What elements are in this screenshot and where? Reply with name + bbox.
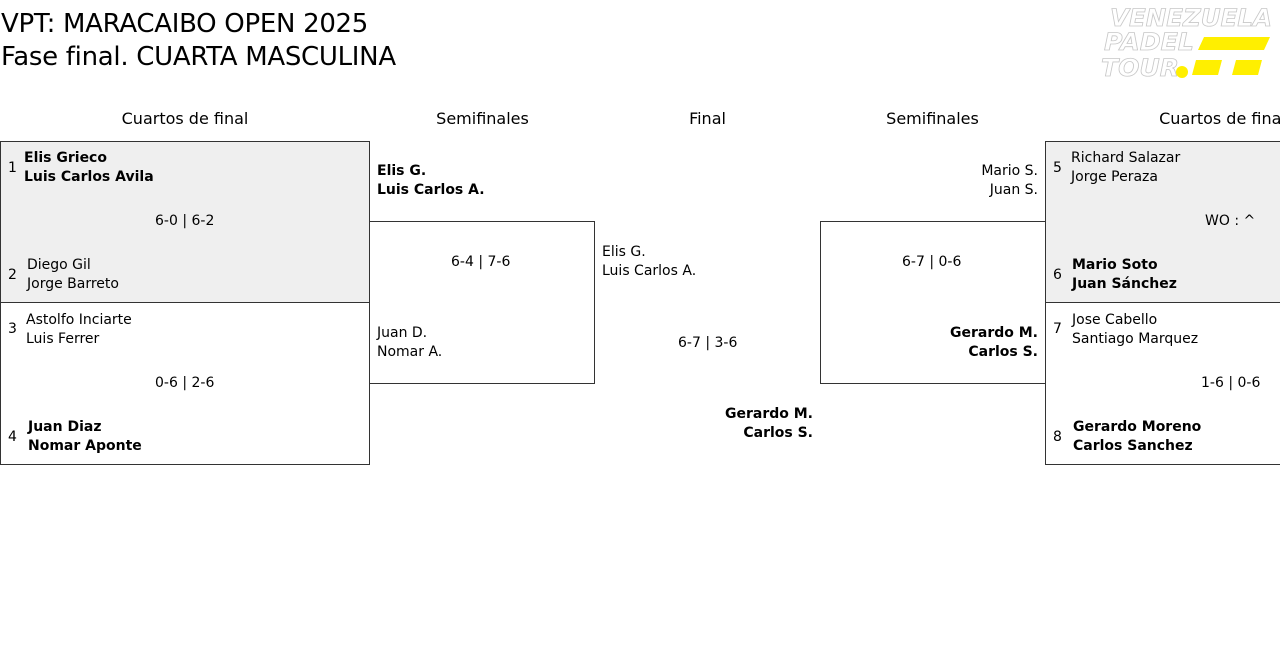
- seed-number: 4: [8, 429, 17, 445]
- seed-number: 1: [8, 160, 17, 176]
- svg-text:PADEL: PADEL: [1104, 28, 1194, 56]
- round-header-qf-right: Cuartos de final: [1159, 109, 1280, 128]
- round-header-qf-left: Cuartos de final: [121, 109, 249, 128]
- player-name: Gerardo M.: [949, 325, 1038, 341]
- match-score: 6-0 | 6-2: [155, 213, 215, 229]
- player-name: Elis G.: [377, 163, 427, 179]
- player-name: Juan Diaz: [28, 419, 102, 435]
- player-name: Luis Carlos A.: [377, 182, 485, 198]
- round-header-sf-right: Semifinales: [886, 109, 979, 128]
- match-box-qf4: [1045, 302, 1280, 465]
- venezuela-padel-tour-logo: VENEZUELA PADEL TOUR: [1101, 4, 1273, 82]
- match-score: 6-4 | 7-6: [451, 254, 511, 270]
- player-name: Gerardo Moreno: [1073, 419, 1202, 435]
- player-name: Jorge Peraza: [1071, 169, 1158, 185]
- seed-number: 7: [1053, 321, 1062, 337]
- player-name: Carlos S.: [743, 425, 813, 441]
- player-name: Luis Carlos Avila: [24, 169, 154, 185]
- player-name: Juan S.: [989, 182, 1038, 198]
- player-name: Luis Ferrer: [26, 331, 100, 347]
- match-score: 6-7 | 3-6: [678, 335, 738, 351]
- match-box-qf1: [0, 141, 370, 303]
- player-name: Carlos S.: [968, 344, 1038, 360]
- round-header-final: Final: [689, 109, 726, 128]
- player-name: Juan D.: [377, 325, 428, 341]
- seed-number: 3: [8, 321, 17, 337]
- match-score: 1-6 | 0-6: [1201, 375, 1261, 391]
- player-name: Juan Sánchez: [1072, 276, 1177, 292]
- seed-number: 8: [1053, 429, 1062, 445]
- page-subtitle: Fase final. CUARTA MASCULINA: [1, 42, 396, 72]
- player-name: Gerardo M.: [724, 406, 813, 422]
- player-name: Diego Gil: [27, 257, 91, 273]
- player-name: Luis Carlos A.: [602, 263, 697, 279]
- player-name: Carlos Sanchez: [1073, 438, 1193, 454]
- seed-number: 5: [1053, 160, 1062, 176]
- page-title: VPT: MARACAIBO OPEN 2025: [1, 9, 369, 39]
- player-name: Nomar A.: [377, 344, 443, 360]
- seed-number: 6: [1053, 267, 1062, 283]
- svg-text:VENEZUELA: VENEZUELA: [1110, 4, 1272, 32]
- player-name: Jorge Barreto: [27, 276, 119, 292]
- player-name: Nomar Aponte: [28, 438, 142, 454]
- player-name: Elis G.: [602, 244, 646, 260]
- player-name: Santiago Marquez: [1072, 331, 1199, 347]
- match-score: 6-7 | 0-6: [902, 254, 962, 270]
- player-name: Jose Cabello: [1072, 312, 1158, 328]
- player-name: Astolfo Inciarte: [26, 312, 132, 328]
- round-header-sf-left: Semifinales: [436, 109, 529, 128]
- player-name: Richard Salazar: [1071, 150, 1181, 166]
- match-box-qf3: [1045, 141, 1280, 303]
- match-score: WO : ^: [1205, 213, 1256, 229]
- player-name: Mario Soto: [1072, 257, 1158, 273]
- player-name: Elis Grieco: [24, 150, 107, 166]
- svg-text:TOUR: TOUR: [1101, 54, 1179, 82]
- player-name: Mario S.: [981, 163, 1038, 179]
- match-score: 0-6 | 2-6: [155, 375, 215, 391]
- match-box-sf-left: [369, 221, 595, 384]
- seed-number: 2: [8, 267, 17, 283]
